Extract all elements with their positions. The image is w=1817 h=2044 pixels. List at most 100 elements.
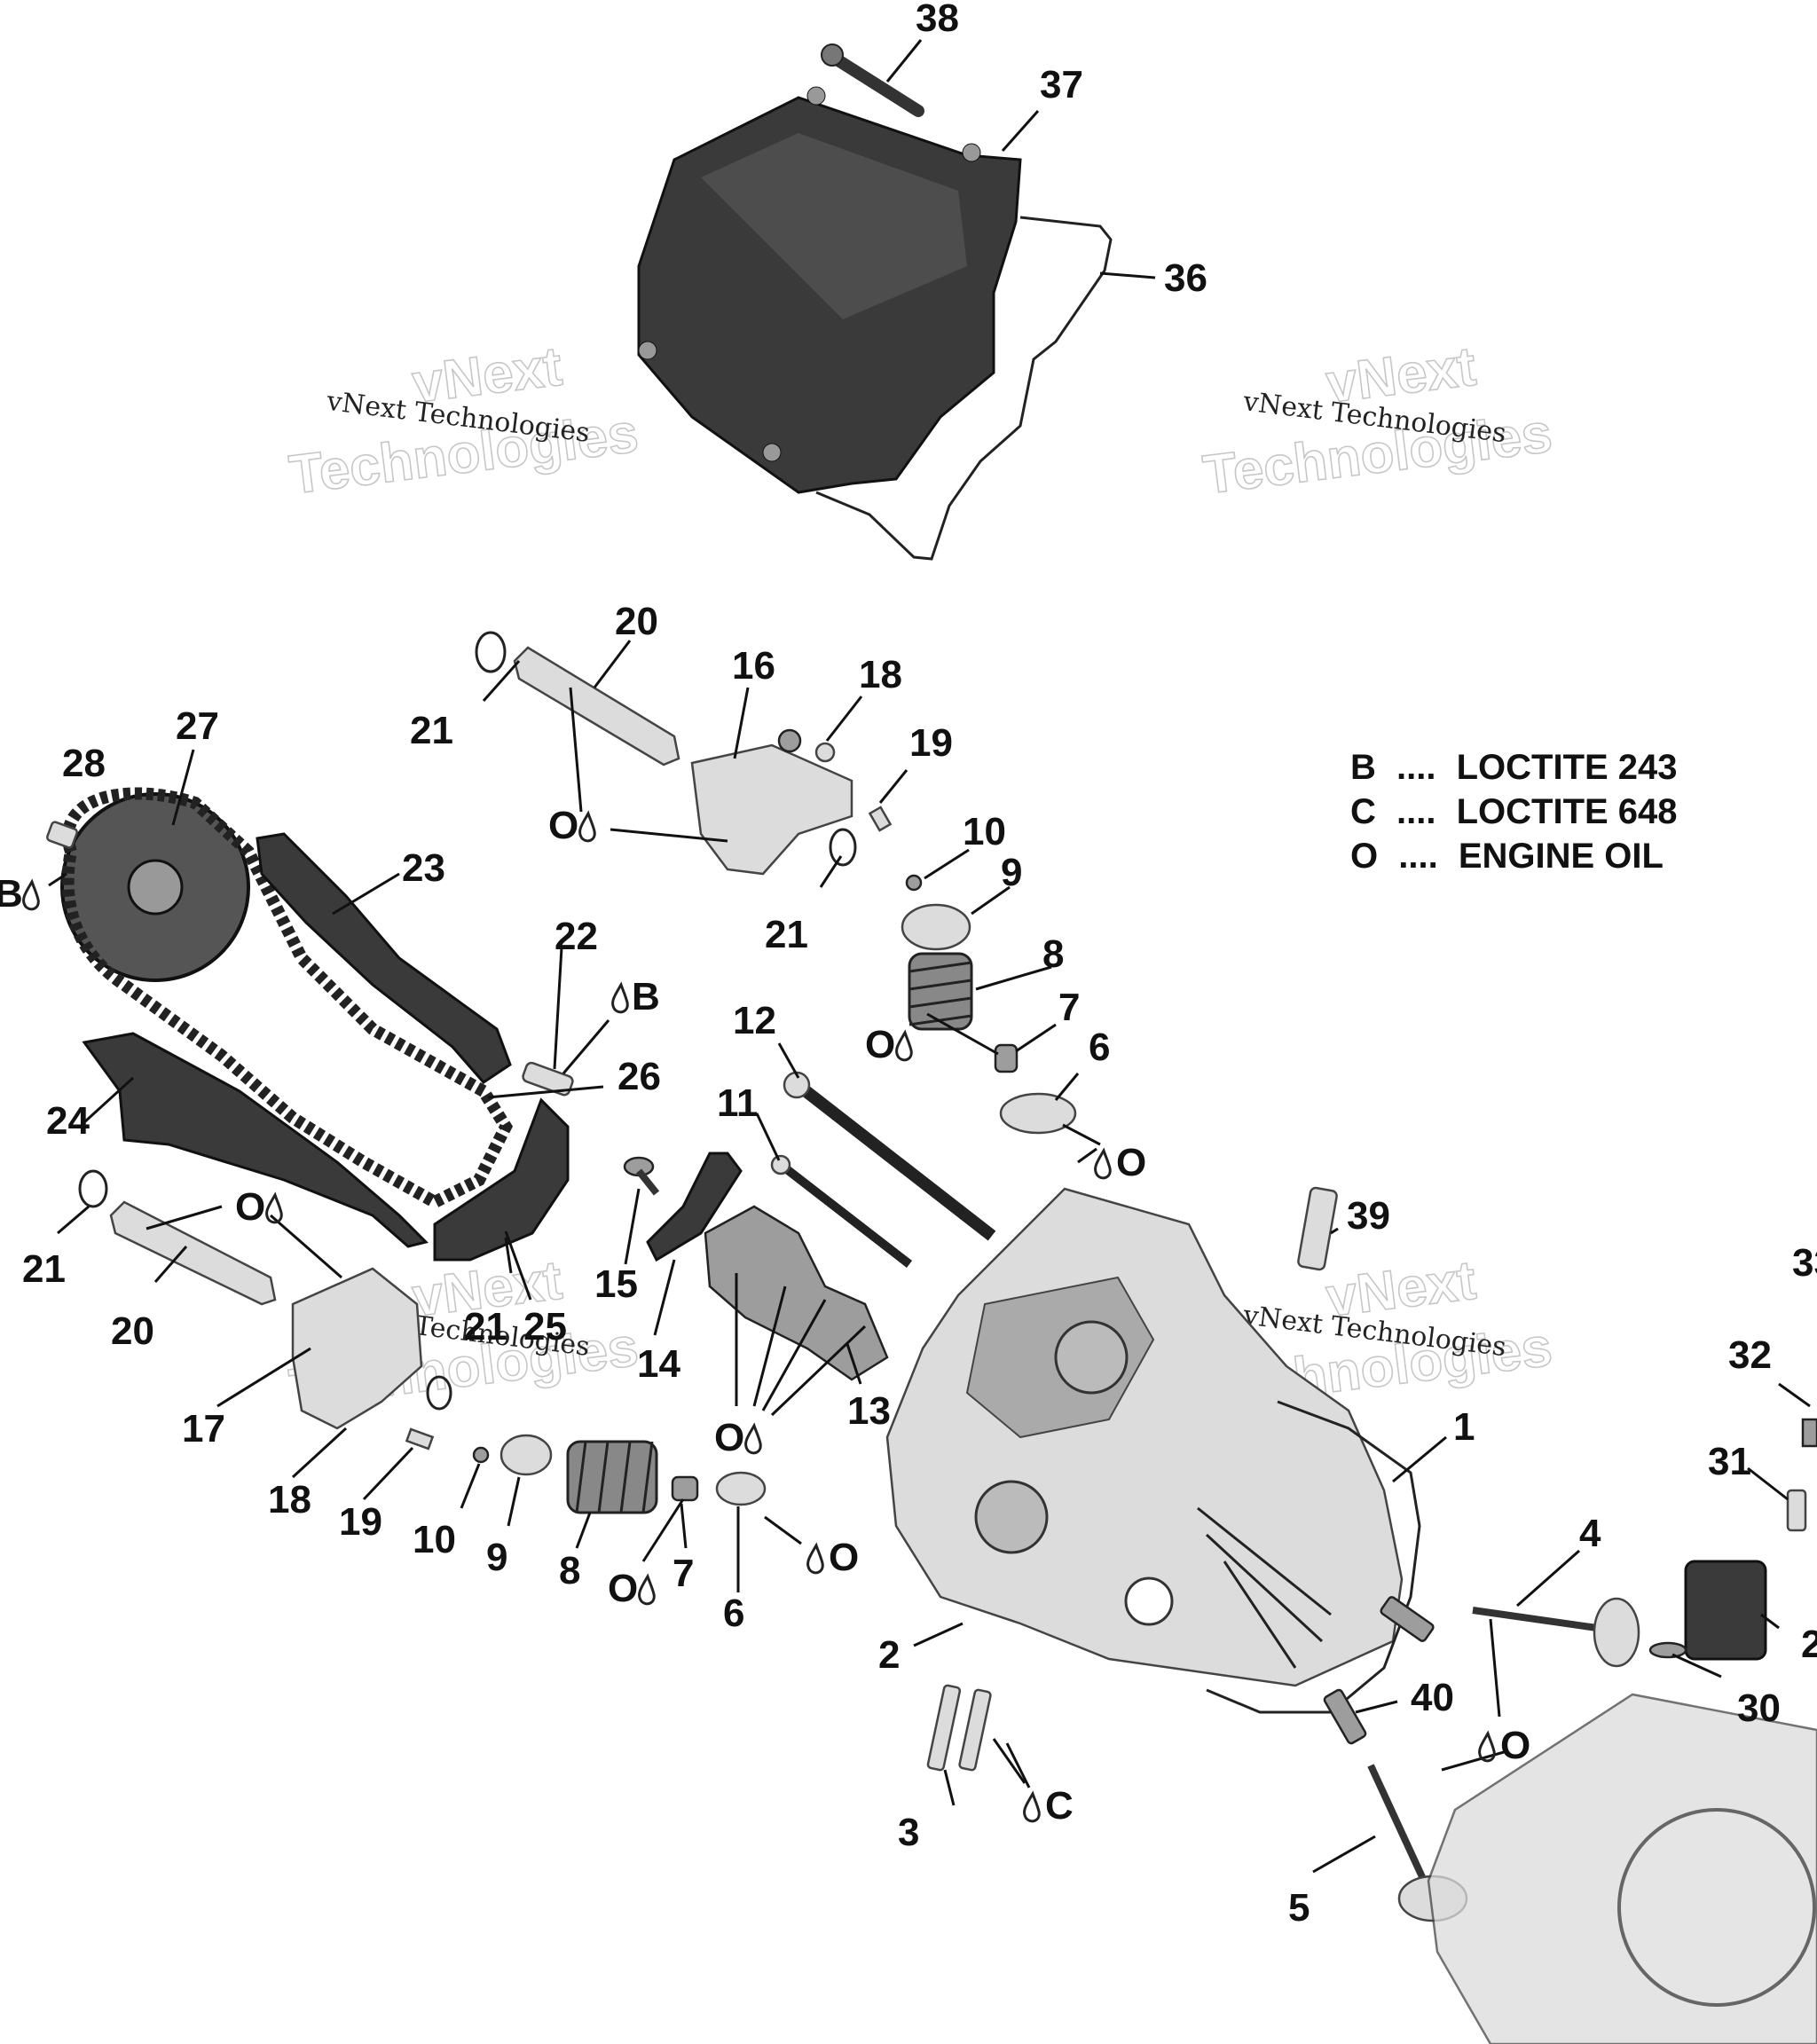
part-6-washer-upper <box>999 1092 1077 1135</box>
callout-40: 40 <box>1411 1676 1454 1719</box>
callout-8: 8 <box>1042 932 1064 976</box>
part-15-bolt <box>623 1156 660 1196</box>
part-3-dowels <box>926 1684 992 1772</box>
callout-16: 16 <box>732 644 775 688</box>
callout-19: 19 <box>909 721 953 765</box>
callout-13: 13 <box>847 1389 891 1433</box>
drop-icon <box>1023 1790 1041 1823</box>
callout-28: 28 <box>62 742 106 785</box>
legend-row-c: C .... LOCTITE 648 <box>1350 792 1678 831</box>
callout-10: 10 <box>963 810 1006 853</box>
part-12-stud <box>783 1071 996 1241</box>
marker-oil-4: O <box>1116 1141 1146 1184</box>
marker-loctite-c: C <box>1045 1784 1074 1828</box>
part-26-timing-chain <box>61 787 514 1209</box>
part-36-gasket <box>815 216 1113 561</box>
part-8-spring-upper <box>908 952 973 1031</box>
leader-lines <box>48 39 1811 1874</box>
part-7-seal-lower <box>671 1475 699 1502</box>
marker-oil-1: O <box>548 804 578 847</box>
callout-3: 3 <box>898 1811 919 1854</box>
part-21-oring-upper <box>475 631 507 673</box>
legend-code-o: O <box>1350 837 1378 876</box>
part-38-bolt <box>821 43 924 117</box>
part-11-stud <box>770 1154 913 1268</box>
drop-icon <box>578 810 596 843</box>
callout-25: 25 <box>523 1305 567 1348</box>
drop-icon <box>744 1422 762 1455</box>
callout-8b: 8 <box>559 1549 580 1592</box>
marker-oil-3: O <box>865 1023 895 1066</box>
marker-oil-2: O <box>235 1185 265 1229</box>
marker-oil-6: O <box>608 1567 638 1610</box>
callout-22: 22 <box>555 915 598 958</box>
callout-24: 24 <box>46 1099 90 1143</box>
callout-29-partial: 29 <box>1801 1623 1817 1666</box>
callout-10b: 10 <box>413 1518 456 1561</box>
part-25-tensioner <box>433 1097 570 1262</box>
part-30-seal <box>1648 1641 1687 1659</box>
callout-19b: 19 <box>339 1500 382 1544</box>
legend-sep-c: .... <box>1396 792 1436 831</box>
marker-oil-7: O <box>829 1536 859 1579</box>
callout-30: 30 <box>1737 1686 1781 1730</box>
legend-text-o: ENGINE OIL <box>1459 837 1664 876</box>
part-29-sleeve <box>1684 1560 1767 1661</box>
callout-17: 17 <box>182 1407 225 1450</box>
callout-39: 39 <box>1347 1194 1390 1238</box>
callout-15: 15 <box>594 1262 638 1306</box>
callout-26: 26 <box>617 1055 661 1098</box>
part-14-plate <box>646 1152 743 1262</box>
part-10-keeper-upper <box>905 874 923 892</box>
part-21-oring-lower-2 <box>426 1375 452 1411</box>
part-22-pin <box>522 1061 574 1097</box>
part-8-spring-lower <box>566 1440 658 1514</box>
callout-7b: 7 <box>673 1552 694 1595</box>
callout-18b: 18 <box>268 1478 311 1521</box>
legend-row-o: O .... ENGINE OIL <box>1350 837 1664 876</box>
callout-20: 20 <box>615 600 658 643</box>
callout-38: 38 <box>916 0 959 40</box>
compound-markers: O O B B O O O O <box>0 804 1530 1828</box>
legend-sep-o: .... <box>1398 837 1437 876</box>
drop-icon <box>1478 1730 1496 1763</box>
callout-numbers: 38 37 36 20 16 18 19 21 27 28 23 10 9 21… <box>22 0 1817 1930</box>
callout-33-partial: 33 <box>1792 1241 1817 1285</box>
callout-18: 18 <box>859 653 902 696</box>
part-31-pin <box>1786 1489 1807 1532</box>
part-28-bolt <box>46 821 78 849</box>
legend-row-b: B .... LOCTITE 243 <box>1350 748 1678 787</box>
callout-1: 1 <box>1453 1405 1475 1449</box>
callout-21c: 21 <box>22 1247 66 1291</box>
callout-20b: 20 <box>111 1309 154 1353</box>
part-21-oring-upper-2 <box>829 828 857 867</box>
drop-icon <box>611 981 629 1014</box>
marker-loctite-b-2: B <box>632 975 660 1018</box>
drop-icon <box>265 1191 283 1224</box>
callout-21: 21 <box>410 709 453 752</box>
callout-11: 11 <box>717 1081 759 1125</box>
callout-7: 7 <box>1058 986 1080 1029</box>
callout-12: 12 <box>733 999 776 1042</box>
callout-5: 5 <box>1288 1886 1310 1930</box>
marker-oil-8: O <box>1500 1724 1530 1767</box>
legend-text-b: LOCTITE 243 <box>1457 748 1678 787</box>
legend: B .... LOCTITE 243 C .... LOCTITE 648 O … <box>1350 748 1678 876</box>
part-10-keeper-lower <box>472 1446 490 1464</box>
part-1-head-gasket <box>1206 1400 1421 1714</box>
part-16-rocker-upper <box>690 728 853 876</box>
callout-36: 36 <box>1164 256 1207 300</box>
marker-oil-5: O <box>714 1416 744 1459</box>
part-9-retainer-lower <box>499 1434 553 1476</box>
drop-icon <box>22 878 40 911</box>
part-7-seal-upper <box>994 1043 1019 1073</box>
part-9-retainer-upper <box>901 903 971 951</box>
part-2-cylinder-head <box>885 1187 1404 1687</box>
callout-31: 31 <box>1708 1440 1751 1483</box>
part-32-bolt <box>1801 1418 1817 1448</box>
part-37-valve-cover <box>637 86 1022 494</box>
legend-code-b: B <box>1350 748 1376 787</box>
legend-sep-b: .... <box>1396 748 1436 787</box>
callout-32: 32 <box>1728 1333 1772 1377</box>
callout-37: 37 <box>1040 63 1083 106</box>
